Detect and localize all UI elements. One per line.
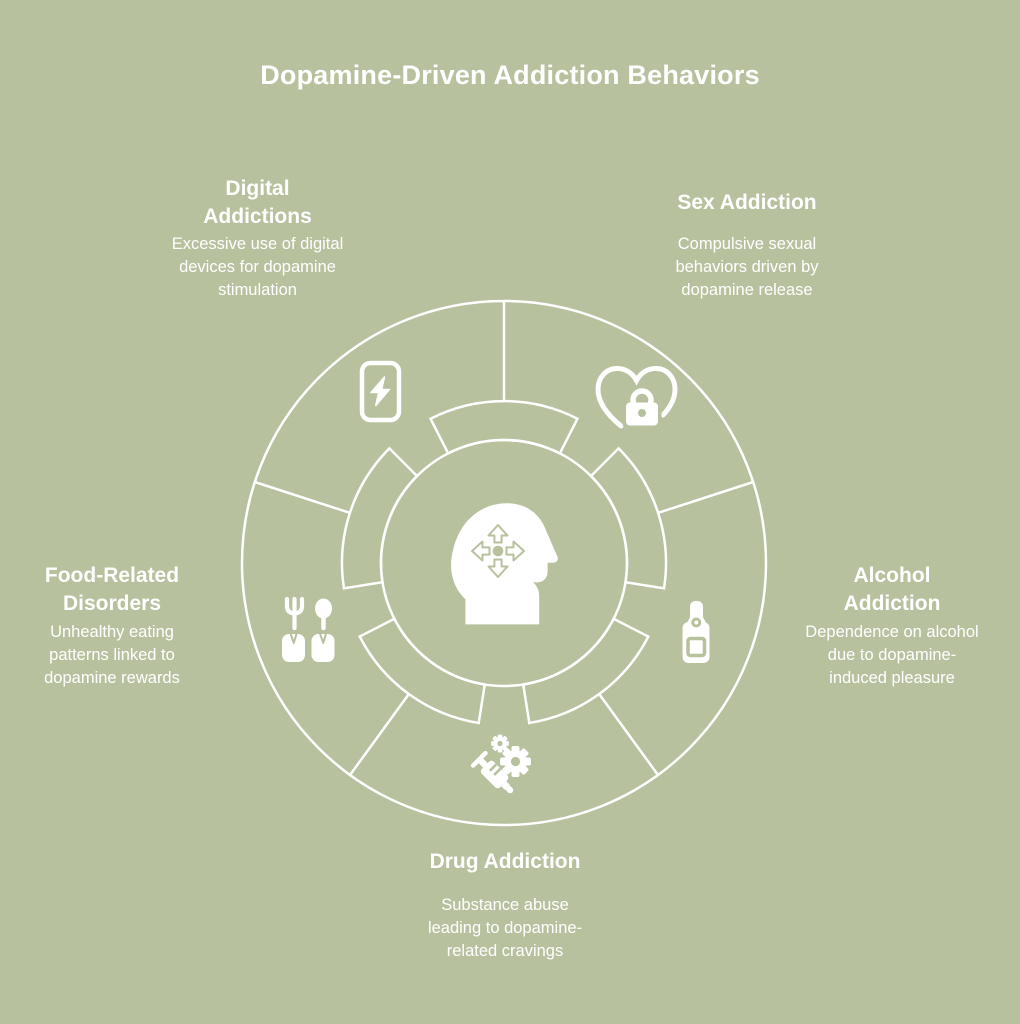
segment-heading-food-related-disorders: Food-Related Disorders [44, 564, 180, 615]
hands-icons [282, 631, 335, 662]
page-title: Dopamine-Driven Addiction Behaviors [260, 60, 760, 90]
segment-dividers [254, 301, 754, 776]
arc-block-left [340, 446, 419, 590]
divider-upper-left [254, 480, 350, 514]
bottle-label [686, 636, 707, 658]
divider-lower-left [348, 694, 410, 776]
segment-description-alcohol-addiction: Dependence on alcohol due to dopamine- i… [805, 623, 979, 687]
segment-heading-digital-addictions: Digital Addictions [203, 177, 312, 228]
fork-icon [284, 596, 305, 631]
segment-description-sex-addiction: Compulsive sexual behaviors driven by do… [675, 235, 819, 299]
spoon-icon [315, 598, 332, 631]
dopamine-release-arrows [471, 524, 525, 578]
segment-description-food-related-disorders: Unhealthy eating patterns linked to dopa… [44, 623, 180, 687]
heart-outline [595, 365, 678, 429]
arc-block-bottom-left [358, 617, 487, 725]
fork-spoon-hands-icon [282, 596, 335, 662]
segment-description-drug-addiction: Substance abuse leading to dopamine- rel… [427, 896, 583, 960]
divider-upper-right [658, 480, 754, 514]
center-circle [379, 438, 629, 688]
segment-heading-sex-addiction: Sex Addiction [677, 191, 817, 214]
large-gear-icon [500, 746, 531, 777]
champagne-bottle-icon [682, 601, 710, 663]
heart-lock-icon [595, 365, 678, 429]
smartphone-bolt-icon [359, 360, 402, 423]
arrow-up-icon [487, 524, 509, 544]
syringe-gears-icon [470, 734, 531, 794]
syringe-icon [470, 750, 514, 794]
arc-block-top [428, 399, 580, 456]
lock-keyhole [638, 409, 646, 417]
small-gear-icon [491, 734, 509, 753]
arc-block-right [589, 446, 668, 590]
segment-description-digital-addictions: Excessive use of digital devices for dop… [171, 235, 344, 299]
segment-heading-alcohol-addiction: Alcohol Addiction [843, 564, 941, 615]
center-dot [492, 545, 504, 557]
divider-lower-right [598, 694, 660, 776]
segment-heading-drug-addiction: Drug Addiction [429, 850, 581, 873]
head-dopamine-arrows-icon [451, 503, 558, 625]
arc-block-bottom-right [521, 617, 650, 725]
